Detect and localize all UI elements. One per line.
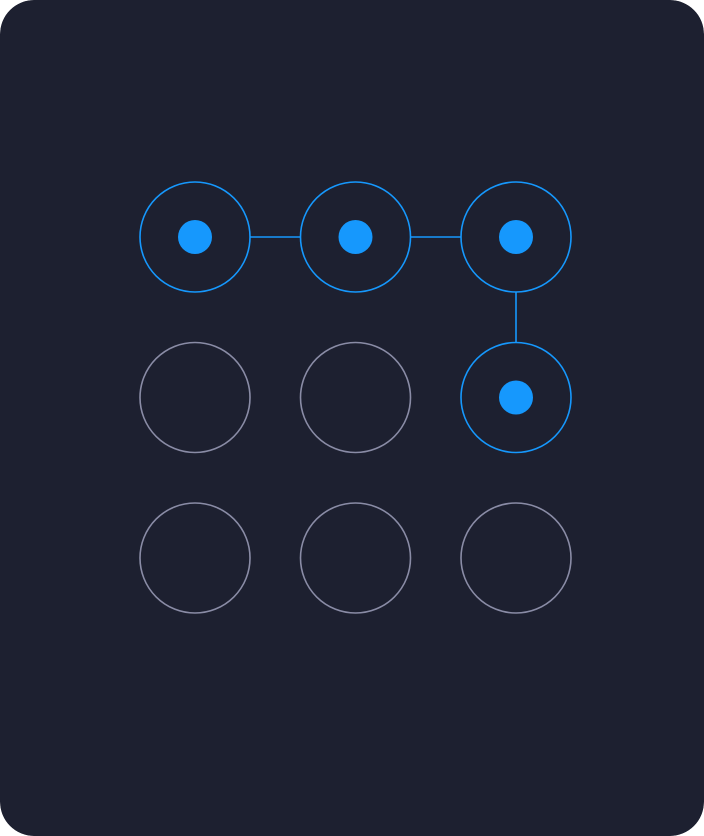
pattern-dot-ring — [139, 502, 251, 614]
pattern-dot-fill — [178, 220, 212, 254]
pattern-dot-fill — [338, 220, 373, 254]
pattern-dot-ring — [139, 341, 251, 454]
pattern-connection-lines — [250, 236, 517, 343]
pattern-dot-2[interactable] — [299, 181, 412, 293]
pattern-dot-ring — [460, 502, 572, 614]
pattern-dot-fill — [499, 380, 533, 415]
pattern-dots — [139, 181, 572, 614]
pattern-dot-ring — [299, 502, 412, 614]
pattern-dot-4[interactable] — [139, 341, 251, 454]
pattern-dot-8[interactable] — [299, 502, 412, 614]
pattern-dot-3[interactable] — [460, 181, 572, 293]
pattern-dot-ring — [299, 341, 412, 454]
pattern-dot-5[interactable] — [299, 341, 412, 454]
pattern-dot-7[interactable] — [139, 502, 251, 614]
pattern-dot-1[interactable] — [139, 181, 251, 293]
pattern-dot-fill — [499, 220, 533, 254]
pattern-dot-9[interactable] — [460, 502, 572, 614]
pattern-dot-6[interactable] — [460, 341, 572, 454]
